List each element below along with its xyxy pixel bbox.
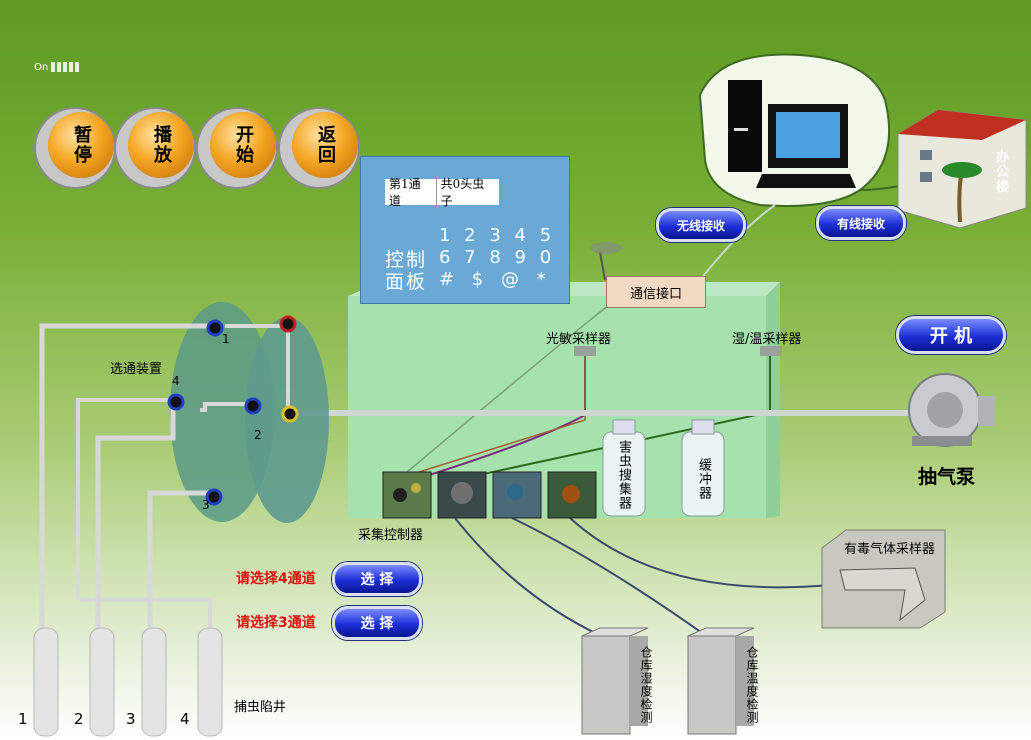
keypad-row-1[interactable]: 1 2 3 4 5 (439, 225, 556, 246)
humid-sampler-label: 湿/温采样器 (732, 332, 802, 347)
comm-port: 通信接口 (606, 276, 706, 308)
trap-number-2: 2 (74, 710, 84, 728)
select-channel-4-button[interactable]: 选 择 (332, 562, 422, 596)
bug-count: 共0头虫子 (440, 177, 485, 208)
buffer-label: 缓冲器 (696, 458, 711, 500)
office-label: 办公楼 (995, 150, 1010, 195)
humidity-detect-label: 仓库湿度检测 (639, 646, 653, 724)
port-number-2: 2 (254, 428, 262, 442)
wired-receive-button[interactable]: 有线接收 (816, 206, 906, 240)
acq-controller-label: 采集控制器 (358, 528, 424, 543)
select-channel-4-prompt: 请选择4通道 (236, 571, 316, 587)
trap-number-3: 3 (126, 710, 136, 728)
port-number-1: 1 (222, 332, 230, 346)
control-panel: 第1通道 共0头虫子 1 2 3 4 5 6 7 8 9 0 # $ @ * 控… (360, 156, 570, 304)
start-button[interactable]: 开始 (210, 112, 276, 178)
pc-tower (728, 80, 762, 172)
port-number-3: 3 (202, 498, 210, 512)
selector-label: 选通装置 (110, 362, 163, 377)
panel-label-1: 控制 (385, 249, 428, 271)
keypad-row-2[interactable]: 6 7 8 9 0 (439, 247, 556, 268)
sound-bars-icon (51, 62, 82, 72)
toxic-sampler-label: 有毒气体采样器 (844, 542, 936, 557)
temperature-detect-label: 仓库温度检测 (745, 646, 759, 724)
power-on-button[interactable]: 开 机 (896, 316, 1006, 354)
trap-label: 捕虫陷井 (234, 700, 287, 715)
port-number-4: 4 (172, 374, 180, 388)
play-button[interactable]: 播放 (128, 112, 194, 178)
channel-display: 第1通道 共0头虫子 (385, 175, 499, 209)
select-channel-3-prompt: 请选择3通道 (236, 615, 316, 631)
light-sampler-label: 光敏采样器 (546, 332, 612, 347)
keypad-row-3[interactable]: # $ @ * (439, 269, 552, 290)
trap-number-1: 1 (18, 710, 28, 728)
wireless-receive-button[interactable]: 无线接收 (656, 208, 746, 242)
selector-disk-left (170, 302, 274, 522)
pest-collector-label: 害虫搜集器 (616, 440, 631, 510)
pause-button[interactable]: 暂停 (48, 112, 114, 178)
status-text: On (34, 62, 82, 73)
channel-label: 第1通道 (385, 175, 437, 209)
back-button[interactable]: 返回 (292, 112, 358, 178)
panel-label-2: 面板 (385, 271, 428, 293)
trap-number-4: 4 (180, 710, 190, 728)
select-channel-3-button[interactable]: 选 择 (332, 606, 422, 640)
pump-label: 抽气泵 (918, 466, 976, 488)
